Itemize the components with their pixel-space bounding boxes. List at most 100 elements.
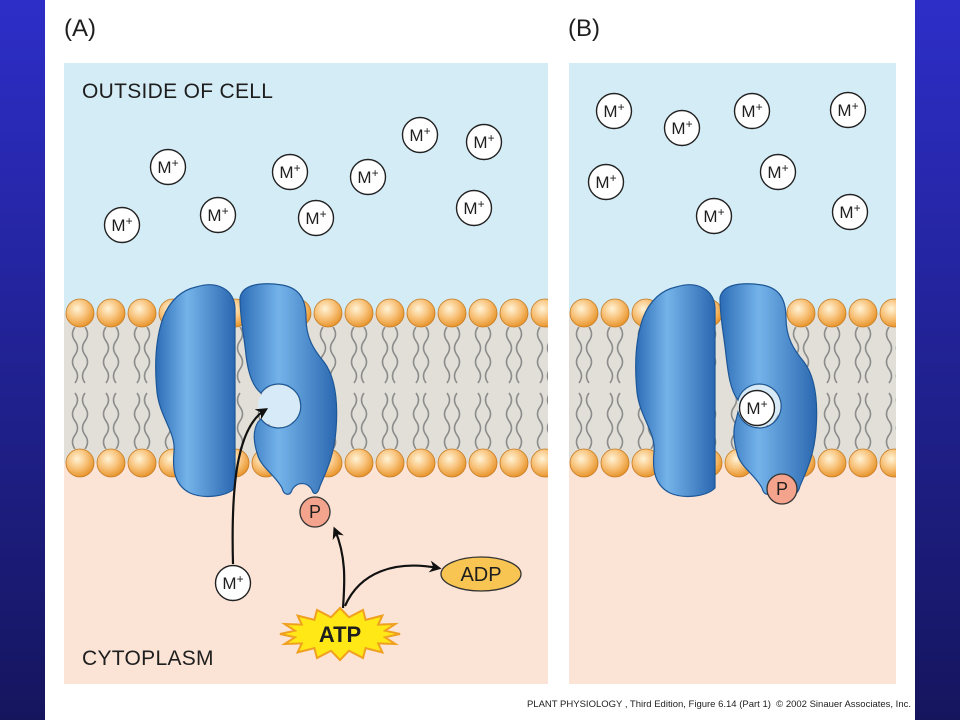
ion-symbol: M (357, 168, 371, 187)
ion-cytoplasm: M+ (214, 564, 252, 602)
ion-outside: M+ (587, 163, 625, 201)
ion-circle (401, 116, 439, 154)
ion-circle (759, 153, 797, 191)
binding-pocket (258, 385, 300, 427)
ion-symbol: M (473, 133, 487, 152)
ion-symbol: M (409, 126, 423, 145)
lipid-head (786, 298, 816, 328)
ion-symbol: M (157, 158, 171, 177)
lipid-head (817, 448, 847, 478)
ion-outside: M+ (103, 206, 141, 244)
ion-circle (595, 92, 633, 130)
ion-label: M+ (473, 131, 494, 152)
ion-bound-in-pump: M+ (738, 389, 776, 427)
ion-charge: + (756, 100, 763, 114)
atp-starburst (279, 606, 401, 662)
ion-circle (695, 197, 733, 235)
ion-charge: + (424, 124, 431, 138)
ion-outside: M+ (733, 92, 771, 130)
panel-a-label: (A) (64, 15, 96, 42)
ion-outside: M+ (759, 153, 797, 191)
phosphate-group: P (766, 473, 798, 505)
pump-subunit-left (155, 284, 236, 498)
ion-outside: M+ (831, 193, 869, 231)
ion-label: M+ (111, 214, 132, 235)
ion-circle (733, 92, 771, 130)
lipid-head (600, 298, 630, 328)
ion-symbol: M (741, 102, 755, 121)
cytoplasm-region (569, 463, 896, 684)
ion-symbol: M (595, 173, 609, 192)
lipid-head (530, 298, 548, 328)
ion-charge: + (488, 131, 495, 145)
ion-circle (831, 193, 869, 231)
ion-outside: M+ (595, 92, 633, 130)
lipid-head (65, 298, 95, 328)
ion-charge: + (618, 100, 625, 114)
lipid-head (499, 298, 529, 328)
ion-label: M+ (741, 100, 762, 121)
lipid-head (569, 448, 599, 478)
lipid-head (344, 298, 374, 328)
ion-uptake-arrow (231, 408, 269, 565)
phosphate-circle (299, 496, 331, 528)
lipid-head (127, 298, 157, 328)
pump-subunit-right (239, 283, 338, 495)
ion-circle (587, 163, 625, 201)
ion-charge: + (718, 205, 725, 219)
lipid-head (406, 448, 436, 478)
atp-molecule: ATP (279, 606, 401, 662)
ion-circle (214, 564, 252, 602)
ion-charge: + (478, 197, 485, 211)
lipid-head (437, 298, 467, 328)
atp-to-adp-arrow (343, 560, 442, 607)
ion-symbol: M (837, 101, 851, 120)
ion-label: M+ (357, 166, 378, 187)
ion-outside: M+ (663, 109, 701, 147)
ion-symbol: M (767, 163, 781, 182)
ion-circle (829, 91, 867, 129)
bound-ion: M+ (738, 389, 776, 427)
ion-outside: M+ (465, 123, 503, 161)
lipid-head (879, 298, 896, 328)
ion-outside: M+ (349, 158, 387, 196)
ion-circle (465, 123, 503, 161)
lipid-head (375, 448, 405, 478)
ion-symbol: M (671, 119, 685, 138)
ion-circle (349, 158, 387, 196)
lipid-head (375, 298, 405, 328)
ion-charge: + (782, 161, 789, 175)
ion-outside: M+ (455, 189, 493, 227)
panel-b-label: (B) (568, 15, 600, 42)
lipid-head (127, 448, 157, 478)
ion-symbol: M (222, 574, 236, 593)
ion-charge: + (686, 117, 693, 131)
ion-symbol: M (111, 216, 125, 235)
ion-label: M+ (671, 117, 692, 138)
outside-ions: M+M+M+M+M+M+M+M+ (587, 91, 869, 235)
ion-circle (663, 109, 701, 147)
lipid-head (313, 298, 343, 328)
ion-charge: + (126, 214, 133, 228)
ion-label: M+ (207, 204, 228, 225)
outside-ions: M+M+M+M+M+M+M+M+M+ (103, 116, 503, 244)
ion-label: M+ (839, 201, 860, 222)
ion-charge: + (294, 161, 301, 175)
ion-charge: + (237, 572, 244, 586)
ion-circle (149, 148, 187, 186)
ion-outside: M+ (271, 153, 309, 191)
adp-label: ADP (460, 564, 501, 586)
pump-subunit-left (635, 284, 716, 498)
ion-label: M+ (703, 205, 724, 226)
phosphate-group: P (299, 496, 331, 528)
ion-charge: + (854, 201, 861, 215)
ion-circle (271, 153, 309, 191)
ion-circle (199, 196, 237, 234)
ion-label: M+ (305, 207, 326, 228)
lipid-head (848, 448, 878, 478)
adp-molecule: ADP (440, 556, 522, 592)
ion-charge: + (172, 156, 179, 170)
phosphate-label: P (776, 479, 788, 499)
ion-outside: M+ (401, 116, 439, 154)
